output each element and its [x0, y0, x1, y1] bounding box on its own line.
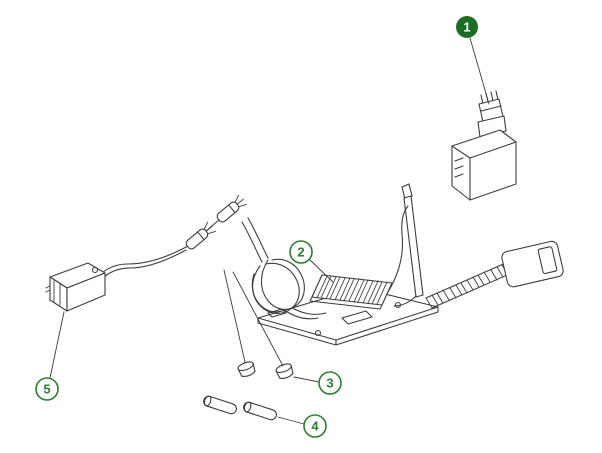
wire-to-switch-1	[101, 245, 189, 274]
callout-5-circle	[35, 377, 59, 401]
relay-body-edges	[451, 141, 517, 201]
relay-body	[451, 129, 517, 201]
callout-1: 1	[456, 16, 478, 38]
relay-plug-line	[480, 105, 502, 112]
leader-line-5	[49, 311, 65, 379]
wire-to-board-2	[283, 309, 319, 320]
relay-terminals	[454, 157, 464, 178]
tube-a	[203, 395, 237, 415]
switch-hole	[91, 266, 99, 274]
heatsink-fins	[311, 274, 393, 306]
leader-line-4	[277, 416, 305, 425]
tube-a-end	[203, 395, 212, 407]
wire-by-rod	[387, 205, 409, 293]
board-edge-connector	[267, 308, 287, 318]
callout-2-number: 2	[297, 245, 304, 260]
leader-line-3	[293, 376, 320, 383]
ribbon-connector-body	[501, 240, 564, 288]
cap-a	[237, 361, 256, 377]
inline-connector-a	[216, 194, 247, 223]
callout-4: 4	[303, 414, 327, 438]
cap-lead-line-b	[232, 271, 284, 367]
switch-side-face	[66, 272, 106, 312]
cap-a-top	[237, 361, 254, 372]
tube-b-body	[243, 401, 277, 421]
leader-line-1	[469, 37, 490, 105]
wire-to-switch-2	[103, 249, 187, 278]
inline-connector-a-body	[216, 201, 240, 223]
inline-connector-b-body	[185, 228, 209, 250]
rod	[401, 183, 424, 298]
cap-a-skirt	[237, 362, 256, 377]
callout-3: 3	[318, 371, 342, 395]
wire-up-2	[247, 217, 269, 259]
board-screw-left	[314, 329, 322, 337]
wire-rod-base	[393, 295, 417, 307]
callout-4-number: 4	[311, 419, 319, 434]
callout-1-circle	[456, 16, 478, 38]
ribbon-end-connector	[501, 240, 564, 288]
board-chip	[341, 310, 373, 325]
wire-loop-1	[252, 262, 300, 314]
inline-connector-b	[185, 221, 216, 250]
wire-to-board-1	[291, 307, 327, 315]
callout-5-number: 5	[43, 382, 50, 397]
wire-harness	[101, 205, 417, 320]
relay-part	[451, 90, 517, 201]
ribbon-cable	[425, 261, 515, 309]
callout-4-circle	[303, 414, 327, 438]
callout-2: 2	[289, 240, 313, 264]
inline-connector-b-collar	[197, 231, 205, 241]
line-art-layer	[45, 37, 564, 425]
callout-2-circle	[289, 240, 313, 264]
inline-connector-b-pins	[203, 221, 216, 235]
tube-a-body	[203, 395, 237, 415]
callout-3-number: 3	[326, 376, 333, 391]
callout-1-number: 1	[463, 20, 470, 35]
wire-up-1	[241, 221, 263, 263]
callout-3-circle	[318, 371, 342, 395]
callout-5: 5	[35, 377, 59, 401]
board-thickness	[257, 306, 439, 346]
heatsink-base	[309, 296, 383, 310]
switch-ribs	[45, 280, 61, 306]
tube-b	[243, 401, 277, 421]
wire-loop-3	[251, 273, 285, 313]
wire-loop-2	[261, 258, 305, 310]
rod-shaft	[403, 195, 424, 298]
tube-b-end	[243, 401, 252, 413]
ribbon-connector-window	[537, 246, 558, 275]
cap-b-top	[275, 363, 292, 374]
rod-tip	[401, 183, 413, 200]
cap-b	[275, 363, 294, 379]
cap-b-skirt	[275, 364, 294, 379]
switch-part	[45, 262, 106, 312]
cap-lead-line-a	[223, 269, 246, 363]
inline-connector-a-collar	[228, 204, 236, 214]
heatsink	[309, 274, 393, 310]
leader-line-2	[309, 259, 334, 283]
ribbon-stripes	[425, 264, 509, 309]
inline-connector-a-pins	[234, 194, 247, 208]
